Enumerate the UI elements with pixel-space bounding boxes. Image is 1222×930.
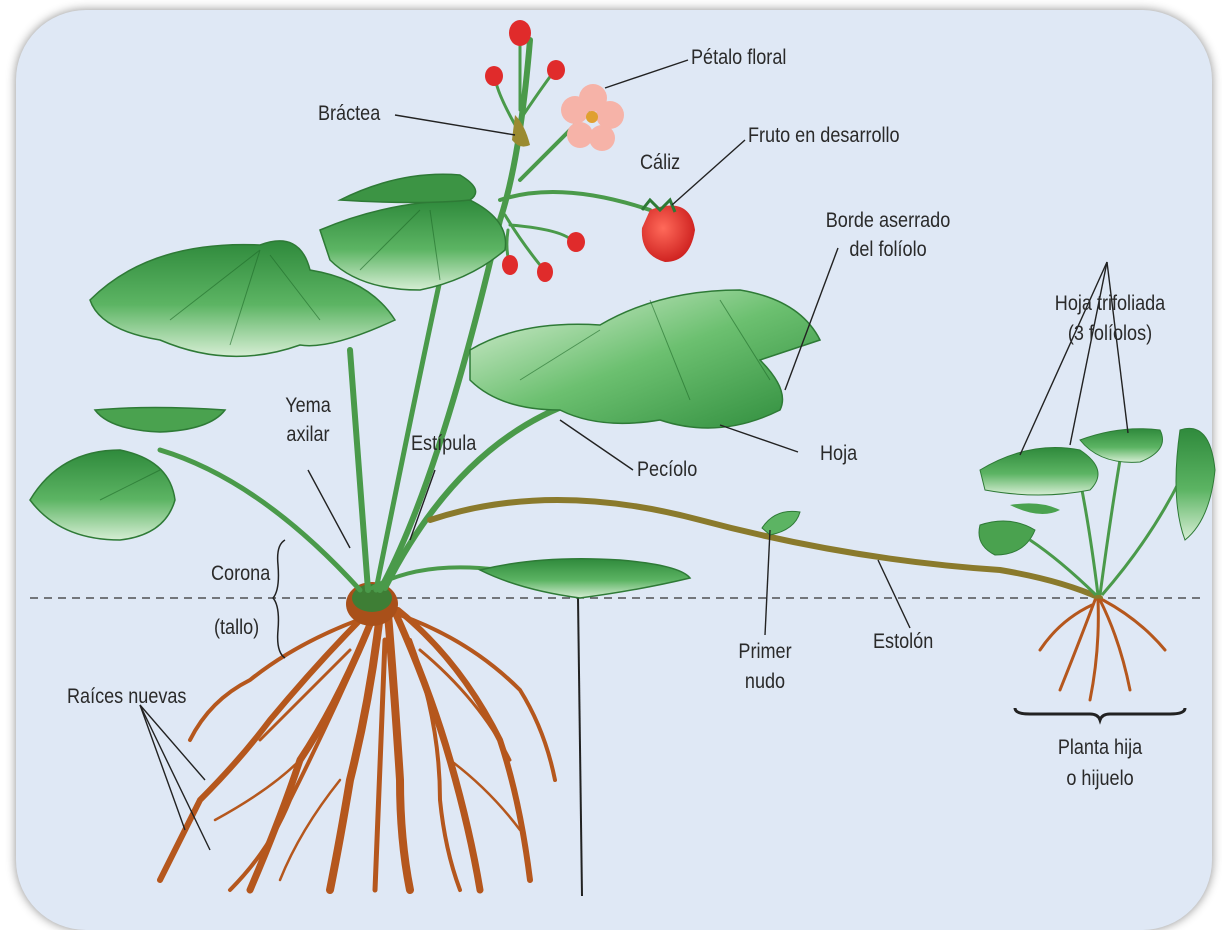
- first-node-bud: [762, 511, 800, 535]
- marker-line: [578, 598, 582, 896]
- label-planta-hija-1: Planta hija: [1044, 734, 1156, 761]
- leaf-left-big: [30, 450, 175, 540]
- label-estipula: Estípula: [411, 430, 476, 457]
- label-fruto: Fruto en desarrollo: [748, 122, 900, 149]
- label-hoja-trifoliada-2: (3 folíolos): [1041, 320, 1179, 347]
- label-peciolo: Pecíolo: [637, 456, 697, 483]
- label-yema-2: axilar: [274, 421, 343, 448]
- leader-lines: [140, 60, 1128, 850]
- flower: [561, 84, 624, 151]
- label-tallo: (tallo): [214, 614, 259, 641]
- label-borde-2: del folíolo: [812, 236, 963, 263]
- label-caliz: Cáliz: [640, 149, 680, 176]
- label-hoja: Hoja: [820, 440, 857, 467]
- main-roots: [160, 610, 555, 890]
- label-primer-nudo-1: Primer: [731, 638, 800, 665]
- label-estolon: Estolón: [873, 628, 933, 655]
- label-corona: Corona: [211, 560, 270, 587]
- leaf-ground: [480, 559, 690, 598]
- leaves: [30, 174, 820, 598]
- label-petalo-floral: Pétalo floral: [691, 44, 786, 71]
- label-bractea: Bráctea: [318, 100, 380, 127]
- corona-bracket: [273, 540, 285, 658]
- leaf-left-small: [95, 408, 225, 433]
- leaf-middle: [470, 290, 820, 428]
- label-yema-1: Yema: [274, 392, 343, 419]
- label-hoja-trifoliada-1: Hoja trifoliada: [1041, 290, 1179, 317]
- leaf-upper-center: [320, 200, 506, 290]
- planta-bracket: [1015, 708, 1185, 720]
- leaf-top-small: [340, 174, 476, 202]
- label-borde-1: Borde aserrado: [812, 207, 963, 234]
- label-planta-hija-2: o hijuelo: [1044, 765, 1156, 792]
- label-primer-nudo-2: nudo: [731, 668, 800, 695]
- strawberry-plant-diagram: [0, 0, 1222, 896]
- daughter-plant: [979, 428, 1215, 700]
- label-raices-nuevas: Raíces nuevas: [67, 683, 186, 710]
